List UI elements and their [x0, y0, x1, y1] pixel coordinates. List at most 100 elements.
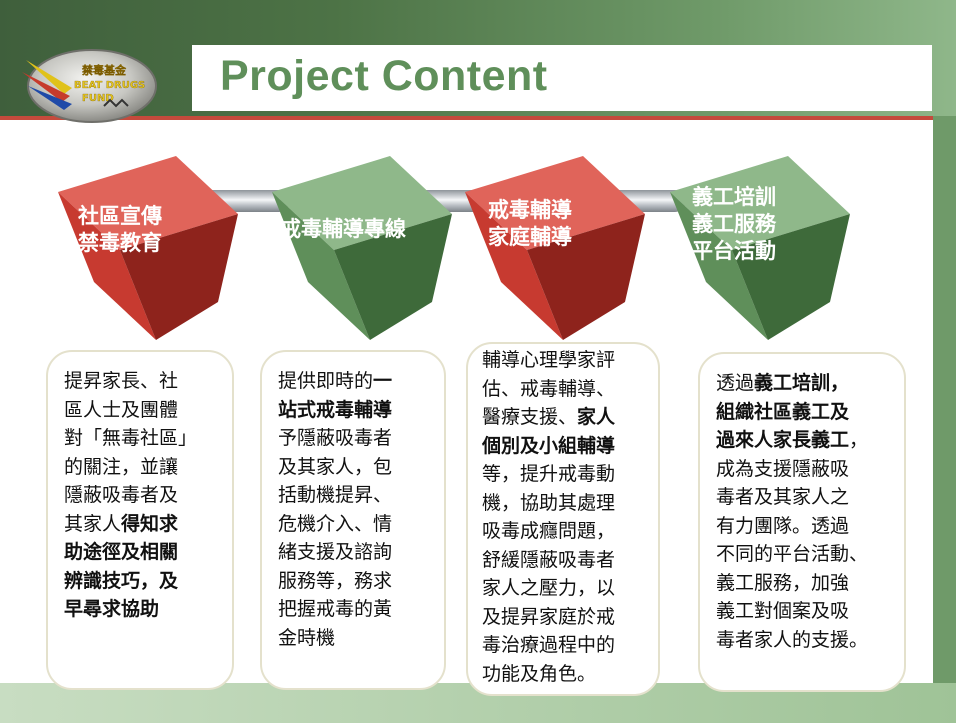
card-2-line: 金時機: [278, 624, 443, 653]
card-2-line: 站式戒毒輔導: [278, 396, 443, 425]
cube-2-front-face: [272, 192, 370, 340]
body-text: 義工服務，加強: [716, 571, 850, 594]
card-1-line: 助途徑及相關: [64, 538, 229, 567]
body-text: 不同的平台活動、: [716, 543, 869, 565]
emphasis-text: 過來人家長義工: [716, 429, 850, 451]
logo-line-3: FUND: [82, 93, 114, 104]
cube-2-top-face: [272, 156, 452, 250]
card-3-line: 個別及小組輔導: [482, 432, 658, 461]
card-4-line: 毒者家人的支援。: [716, 626, 904, 655]
body-text: 金時機: [278, 626, 336, 649]
card-4-text: 透過義工培訓，組織社區義工及過來人家長義工，成為支援隱蔽吸毒者及其家人之有力團隊…: [716, 369, 904, 654]
cube-4-shape: [670, 156, 850, 340]
header-divider: [0, 116, 956, 120]
card-1-line: 隱蔽吸毒者及: [64, 481, 229, 510]
cube-3-label: 戒毒輔導 家庭輔導: [488, 197, 572, 251]
body-text: 機，協助其處理: [482, 491, 616, 514]
card-1-text: 提昇家長、社區人士及團體對「無毒社區」的關注，並讓隱蔽吸毒者及其家人得知求助途徑…: [64, 367, 229, 624]
cube-4-label-line-2: 義工服務: [692, 212, 776, 236]
body-text: 成為支援隱蔽吸: [716, 457, 850, 480]
card-3-line: 醫療支援、家人: [482, 403, 658, 432]
body-text: 括動機提昇、: [278, 484, 393, 506]
body-text: 輔導心理學家評: [482, 349, 616, 371]
body-text: 的關注，並讓: [64, 455, 179, 478]
body-text: 醫療支援、: [482, 406, 578, 428]
cube-3-side-face: [527, 214, 645, 340]
card-2-line: 予隱蔽吸毒者: [278, 424, 443, 453]
card-4-line: 義工對個案及吸: [716, 597, 904, 626]
card-4-line: 義工服務，加強: [716, 569, 904, 598]
card-4-line: 組織社區義工及: [716, 398, 904, 427]
card-2-line: 提供即時的一: [278, 367, 443, 396]
slide-title: Project Content: [220, 52, 548, 100]
cube-4: [660, 150, 860, 350]
logo-line-2: BEAT DRUGS: [74, 80, 145, 91]
card-2-text: 提供即時的一站式戒毒輔導予隱蔽吸毒者及其家人，包括動機提昇、危機介入、情緒支援及…: [278, 367, 443, 652]
cube-4-label-line-3: 平台活動: [692, 239, 776, 263]
card-2-line: 服務等，務求: [278, 567, 443, 596]
card-2-line: 緒支援及諮詢: [278, 538, 443, 567]
cube-3-shape: [465, 156, 645, 340]
body-text: 對「無毒社區」: [64, 427, 198, 449]
card-1-line: 其家人得知求: [64, 510, 229, 539]
emphasis-text: 助途徑及相關: [64, 541, 179, 563]
body-text: 吸毒成癮問題，: [482, 520, 616, 542]
card-4-line: 成為支援隱蔽吸: [716, 455, 904, 484]
beat-drugs-fund-logo: 禁毒基金 BEAT DRUGS FUND: [22, 49, 157, 123]
title-panel: [192, 45, 932, 111]
card-4-line: 不同的平台活動、: [716, 540, 904, 569]
cube-3-label-line-1: 戒毒輔導: [488, 198, 572, 222]
body-text: 毒者及其家人之: [716, 486, 850, 508]
emphasis-text: 義工培訓，: [754, 372, 850, 394]
body-text: 提供即時的: [278, 370, 374, 392]
cube-3-front-face: [465, 192, 563, 340]
card-4-line: 過來人家長義工，: [716, 426, 904, 455]
emphasis-text: 組織社區義工及: [716, 400, 850, 423]
card-4: [698, 352, 906, 692]
body-text: 隱蔽吸毒者及: [64, 484, 179, 506]
card-1-line: 辨識技巧，及: [64, 567, 229, 596]
cube-1-label-line-2: 禁毒教育: [78, 231, 162, 255]
card-1: [46, 350, 234, 690]
emphasis-text: 站式戒毒輔導: [278, 398, 393, 421]
body-text: 予隱蔽吸毒者: [278, 427, 393, 449]
card-3: [466, 342, 660, 696]
cube-2-shape: [272, 156, 452, 340]
cube-4-label-line-1: 義工培訓: [692, 185, 776, 209]
right-accent-bar: [933, 116, 956, 723]
card-2-line: 及其家人，包: [278, 453, 443, 482]
cube-1-side-face: [120, 214, 238, 340]
body-text: 透過: [716, 372, 755, 394]
card-1-line: 對「無毒社區」: [64, 424, 229, 453]
card-3-line: 機，協助其處理: [482, 489, 658, 518]
cube-3: [455, 150, 655, 350]
cube-2-label: 戒毒輔導專線: [280, 216, 406, 243]
card-4-line: 有力團隊。透過: [716, 512, 904, 541]
body-text: 及提昇家庭於戒: [482, 605, 616, 628]
cube-1-label-line-1: 社區宣傳: [78, 204, 162, 228]
body-text: 緒支援及諮詢: [278, 541, 393, 563]
emphasis-text: 早尋求協助: [64, 598, 160, 620]
card-3-line: 舒緩隱蔽吸毒者: [482, 546, 658, 575]
body-text: 家人之壓力，以: [482, 577, 616, 599]
body-text: 毒者家人的支援。: [716, 628, 869, 651]
card-3-line: 毒治療過程中的: [482, 631, 658, 660]
cube-1-shape: [58, 156, 238, 340]
card-2-line: 把握戒毒的黃: [278, 595, 443, 624]
emphasis-text: 辨識技巧，及: [64, 569, 179, 592]
cube-2-side-face: [334, 214, 452, 340]
cube-1-top-face: [58, 156, 238, 250]
cube-4-top-face: [670, 156, 850, 250]
card-3-line: 吸毒成癮問題，: [482, 517, 658, 546]
cube-1: [48, 150, 248, 350]
body-text: 提昇家長、社: [64, 370, 179, 392]
emphasis-text: 一: [373, 370, 393, 392]
card-1-line: 區人士及團體: [64, 396, 229, 425]
body-text: 及其家人，包: [278, 455, 393, 478]
body-text: 功能及角色。: [482, 662, 597, 685]
card-2-line: 危機介入、情: [278, 510, 443, 539]
body-text: ，: [849, 429, 869, 451]
card-2: [260, 350, 446, 690]
card-3-line: 家人之壓力，以: [482, 574, 658, 603]
